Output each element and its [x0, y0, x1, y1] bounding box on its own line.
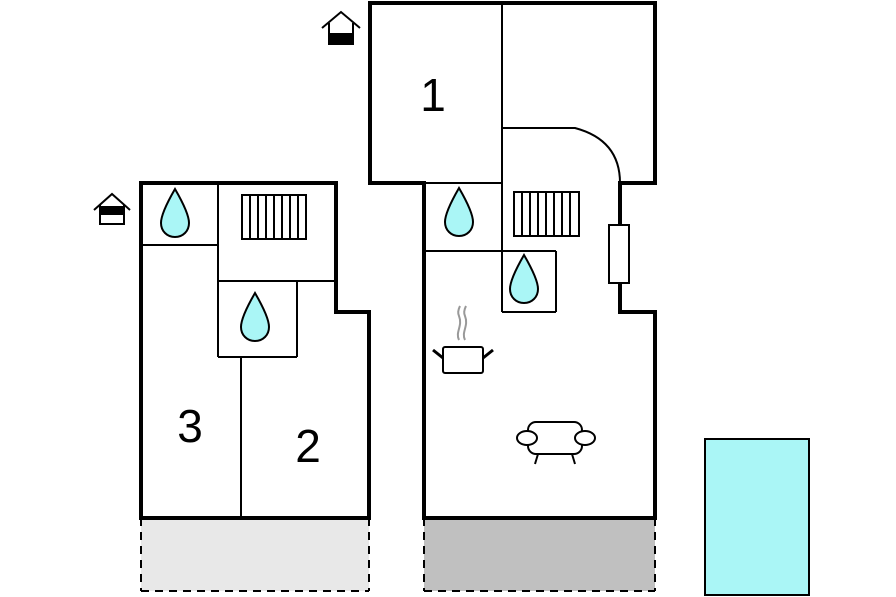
water-drop-icon [239, 291, 271, 343]
water-drop-icon [443, 186, 475, 238]
window-icon [608, 224, 630, 284]
room-label-2: 2 [295, 420, 321, 472]
terrace-right [423, 518, 656, 592]
radiator-icon [513, 191, 580, 237]
water-drop-icon [508, 253, 540, 305]
cooking-pot-icon [432, 305, 494, 374]
swimming-pool [704, 438, 810, 596]
right-building-wall [368, 1, 657, 520]
water-drop-icon [159, 187, 191, 239]
sofa-icon [516, 421, 596, 465]
house-entrance-icon [321, 10, 361, 45]
radiator-icon [241, 194, 307, 240]
left-building-inner-walls [141, 183, 336, 518]
right-building-inner-walls [424, 3, 621, 313]
room-label-3: 3 [177, 400, 203, 452]
house-entrance-icon [93, 192, 131, 225]
left-building-wall [139, 181, 371, 520]
room-label-1: 1 [420, 69, 446, 121]
terrace-left [140, 518, 370, 592]
